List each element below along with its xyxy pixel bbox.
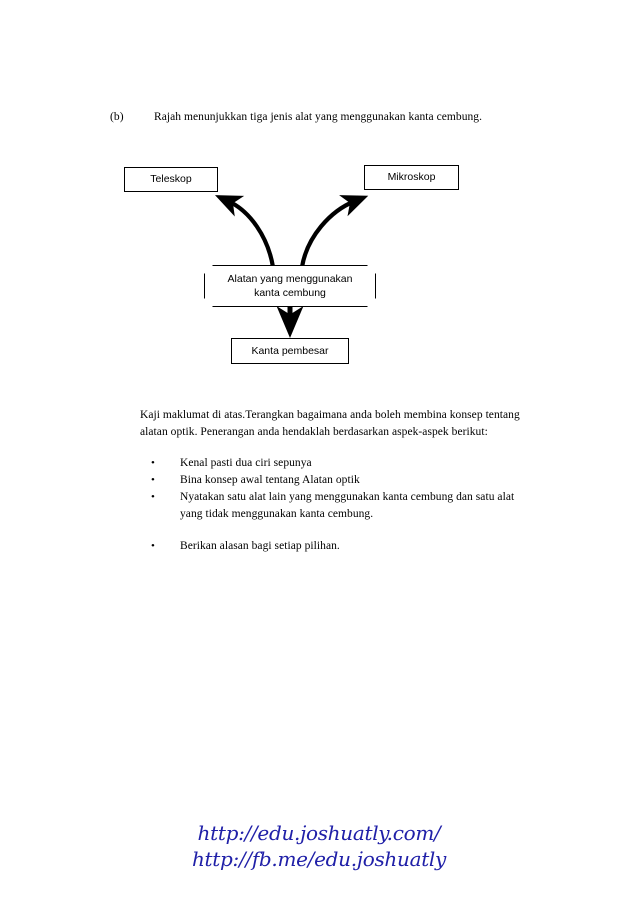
list-item: • Nyatakan satu alat lain yang menggunak… xyxy=(140,489,560,522)
list-item: • Kenal pasti dua ciri sepunya xyxy=(140,455,560,472)
node-center-line1: Alatan yang menggunakan xyxy=(227,273,353,285)
list-item-text-line-2: yang tidak menggunakan kanta cembung. xyxy=(180,507,374,520)
list-item-text: Berikan alasan bagi setiap pilihan. xyxy=(180,540,340,552)
list-item-text-line-1: Nyatakan satu alat lain yang menggunakan… xyxy=(180,491,515,503)
bullet-dot-icon: • xyxy=(151,457,155,469)
list-item-text: Bina konsep awal tentang Alatan optik xyxy=(180,474,360,486)
node-center-octagon: Alatan yang menggunakan kanta cembung xyxy=(204,265,376,307)
node-kanta-pembesar-label: Kanta pembesar xyxy=(251,344,329,357)
concept-map-diagram: Teleskop Mikroskop Alatan yang menggunak… xyxy=(0,155,638,380)
arrow-to-teleskop xyxy=(215,195,276,268)
footer-watermark: http://edu.joshuatly.com/ http://fb.me/e… xyxy=(0,820,638,872)
list-item-text: Kenal pasti dua ciri sepunya xyxy=(180,457,312,469)
list-item: • Bina konsep awal tentang Alatan optik xyxy=(140,472,560,489)
question-label: (b) xyxy=(110,111,124,123)
instruction-paragraph: Kaji maklumat di atas.Terangkan bagaiman… xyxy=(140,407,560,440)
question-text: Rajah menunjukkan tiga jenis alat yang m… xyxy=(154,111,483,123)
bullet-dot-icon: • xyxy=(151,474,155,486)
question-header: (b) Rajah menunjukkan tiga jenis alat ya… xyxy=(110,110,580,125)
footer-link-website[interactable]: http://edu.joshuatly.com/ xyxy=(197,821,441,845)
node-mikroskop-label: Mikroskop xyxy=(387,171,436,183)
bullet-dot-icon: • xyxy=(151,540,155,552)
node-center-line2: kanta cembung xyxy=(254,287,326,299)
instruction-line-2: alatan optik. Penerangan anda hendaklah … xyxy=(140,425,488,438)
node-teleskop-label: Teleskop xyxy=(150,173,192,185)
node-kanta-pembesar: Kanta pembesar xyxy=(231,338,349,364)
node-teleskop: Teleskop xyxy=(124,167,218,192)
bullet-dot-icon: • xyxy=(151,491,155,503)
node-mikroskop: Mikroskop xyxy=(364,165,459,190)
diagram-arrows xyxy=(215,195,369,338)
arrow-to-mikroskop xyxy=(299,195,369,268)
node-center-text: Alatan yang menggunakan kanta cembung xyxy=(220,272,361,300)
list-item-text: Nyatakan satu alat lain yang menggunakan… xyxy=(180,489,560,522)
footer-link-facebook[interactable]: http://fb.me/edu.joshuatly xyxy=(191,847,447,871)
list-item: • Berikan alasan bagi setiap pilihan. xyxy=(140,538,560,555)
instruction-line-1: Kaji maklumat di atas.Terangkan bagaiman… xyxy=(140,409,520,421)
aspect-bullet-list: • Kenal pasti dua ciri sepunya • Bina ko… xyxy=(140,455,560,555)
